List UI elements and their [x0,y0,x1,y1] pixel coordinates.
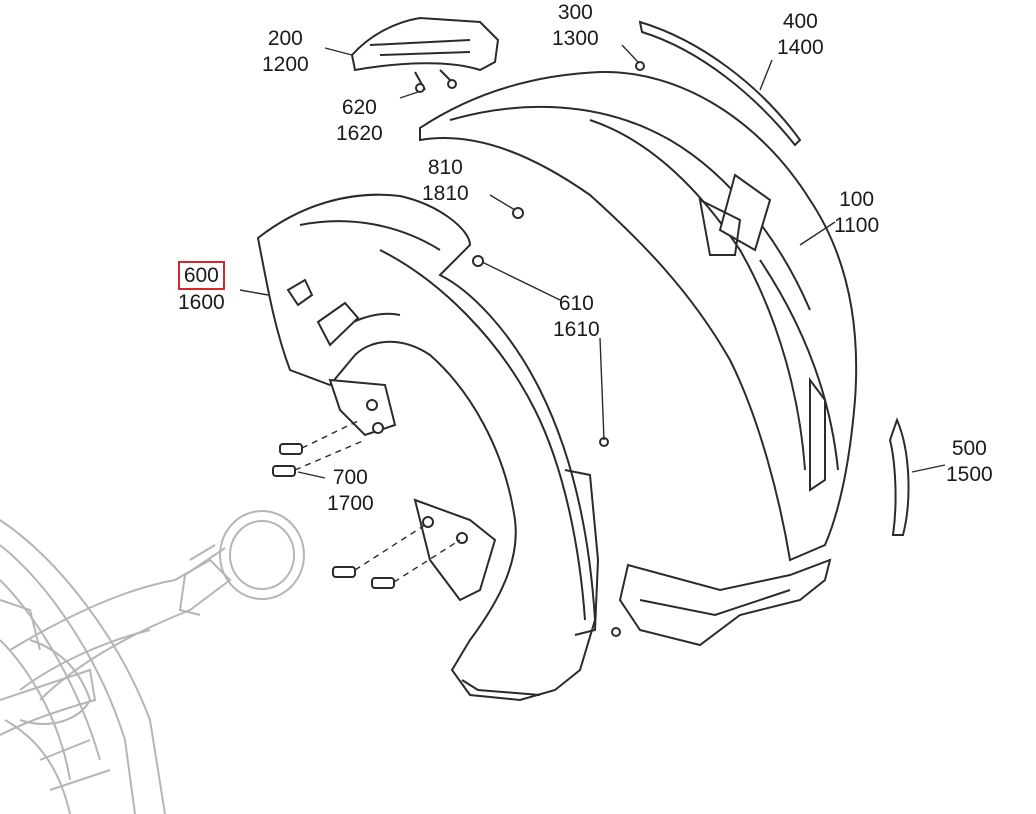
callout-code: 500 [951,437,987,460]
callout-200: 200 1200 [262,26,309,78]
callout-code: 1600 [178,291,225,314]
callout-600: 600 1600 [178,261,225,316]
cover-part-200 [350,16,500,72]
callout-810: 810 1810 [422,155,469,207]
callout-code: 200 [267,27,303,50]
callout-700: 700 1700 [327,465,374,517]
callout-code: 610 [558,292,594,315]
callout-code: 1100 [834,214,880,237]
callout-code: 300 [557,1,593,24]
callout-code: 1400 [777,36,824,59]
callout-code: 1300 [552,27,599,50]
callout-500: 500 1500 [946,436,993,488]
callout-code: 1200 [262,53,309,76]
callout-400: 400 1400 [777,9,824,61]
reflector-part-500 [888,417,910,536]
vehicle-background [0,510,305,814]
fender-part-100 [419,70,858,647]
callout-300: 300 1300 [552,0,599,52]
callout-610: 610 1610 [553,291,600,343]
callout-code: 810 [427,156,463,179]
leader-lines [239,44,946,583]
callout-code: 1500 [946,463,993,486]
callout-code: 1810 [422,182,469,205]
fender-part-600 [256,193,600,702]
callout-code: 1610 [553,318,600,341]
callout-code: 400 [782,10,818,33]
callout-code: 1700 [327,492,374,515]
trim-strip-400 [638,20,802,147]
callout-100: 100 1100 [834,187,879,239]
callout-code: 700 [332,466,368,489]
callout-code: 100 [839,188,875,211]
callout-code-highlighted: 600 [178,261,225,290]
callout-code: 620 [341,96,377,119]
callout-code: 1620 [336,122,383,145]
callout-620: 620 1620 [336,95,383,147]
